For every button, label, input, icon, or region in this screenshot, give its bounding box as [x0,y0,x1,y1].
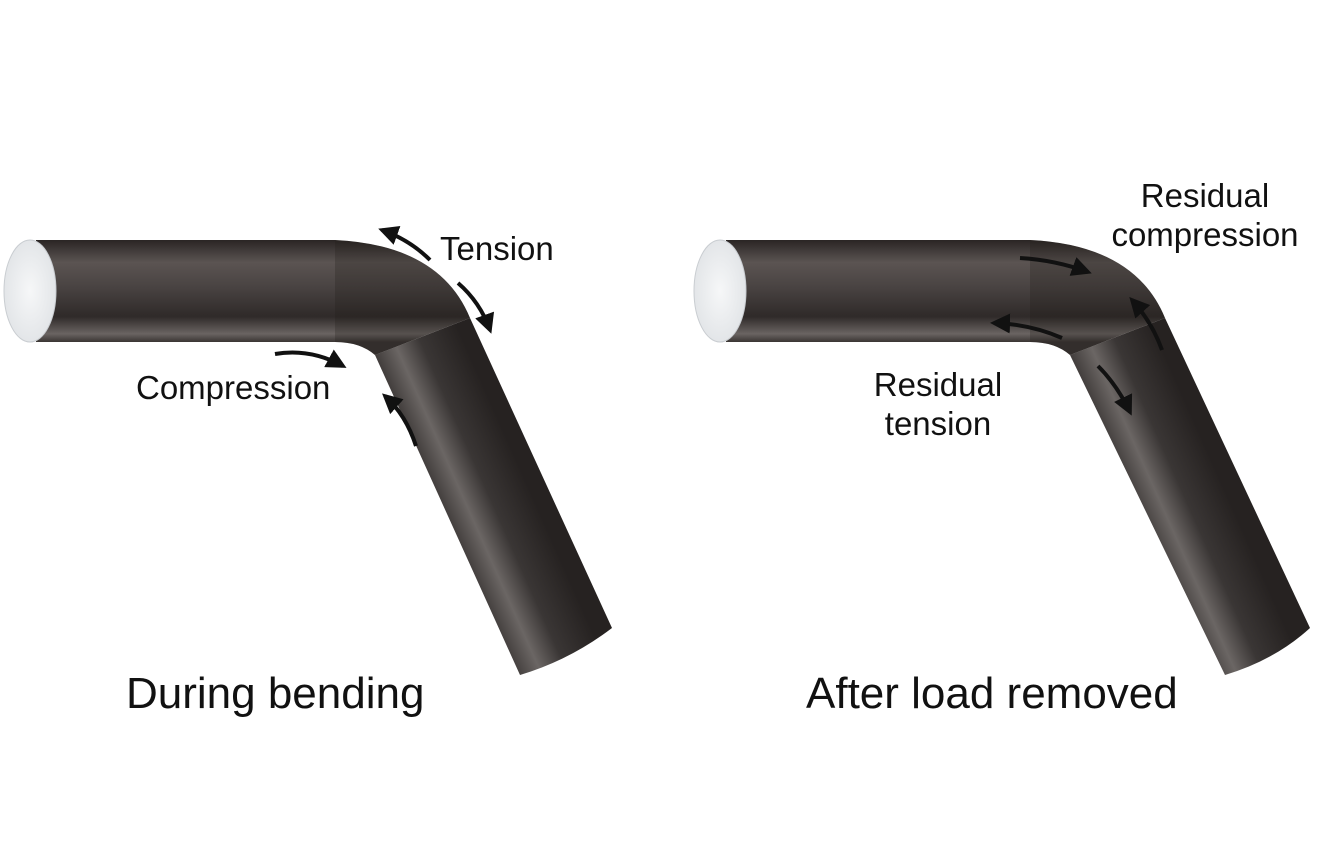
tension-arrow-up [378,225,432,262]
tube-during-bending [3,239,612,675]
residual-tension-arrow-left [990,313,1063,340]
compression-arrow-right [274,349,347,368]
tube-horizontal-leg [36,240,470,355]
caption-during-bending: During bending [126,669,425,718]
tube-end-cap-2 [693,239,747,343]
tube-bend-shade-2 [1030,240,1165,355]
tube-diagonal-leg [375,318,612,675]
residual-tension-label: Residual tension [873,366,1003,442]
compression-arrow-up [382,393,418,447]
tension-arrow-down [456,281,495,334]
tube-diagonal-leg-2 [1070,318,1310,675]
residual-compression-arrow-up [1129,297,1164,351]
residual-tension-arrows [990,313,1133,416]
compression-arrows [274,349,418,447]
residual-tension-arrow-down [1096,364,1133,416]
residual-compression-arrow-right [1019,256,1092,276]
residual-compression-label: Residual compression [1111,177,1299,253]
caption-after-load-removed: After load removed [806,669,1178,718]
compression-label: Compression [136,369,331,406]
tension-arrows [378,225,495,334]
residual-compression-arrows [1019,256,1164,351]
tube-horizontal-leg-2 [726,240,1165,355]
tension-label: Tension [440,230,554,267]
tube-bend-shade [335,240,470,355]
tube-after-load-removed [693,239,1310,675]
tube-end-cap [3,239,57,343]
